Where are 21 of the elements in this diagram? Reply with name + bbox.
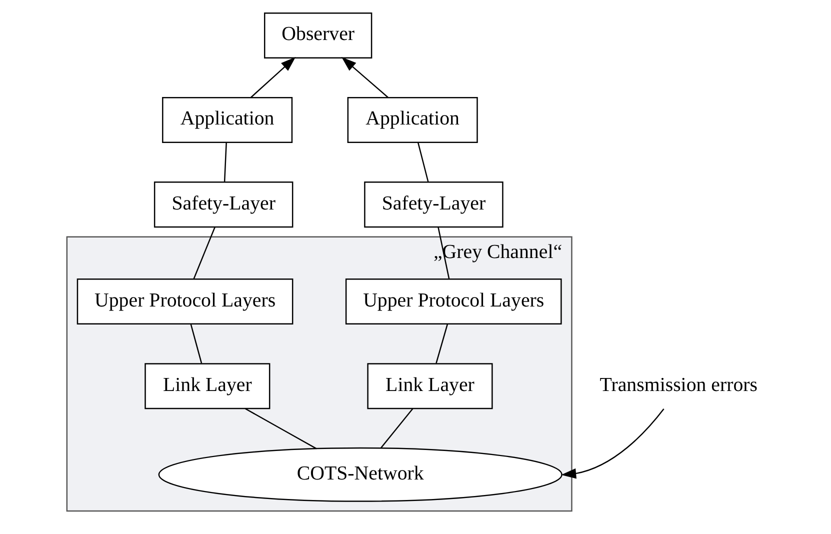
node-box: Link Layer [366, 363, 492, 410]
connector [190, 324, 202, 364]
node-box: Upper Protocol Layers [76, 278, 293, 325]
connector [192, 227, 215, 280]
arrow [250, 57, 296, 98]
connector [380, 408, 413, 448]
node-box: Observer [264, 12, 372, 58]
node-box: Application [346, 97, 478, 144]
node-box: Upper Protocol Layers [344, 278, 562, 325]
arrow [341, 57, 388, 98]
connector [417, 142, 428, 182]
node-text: Transmission errors [599, 374, 758, 396]
arrow [560, 408, 664, 479]
node-box: Safety-Layer [364, 182, 503, 228]
node-box: Link Layer [144, 363, 270, 410]
connector [435, 324, 448, 364]
node-box: Safety-Layer [153, 182, 293, 228]
connector [244, 408, 316, 450]
connector [223, 142, 226, 182]
node-ellipse: COTS-Network [158, 447, 562, 502]
node-box: Application [162, 97, 292, 144]
